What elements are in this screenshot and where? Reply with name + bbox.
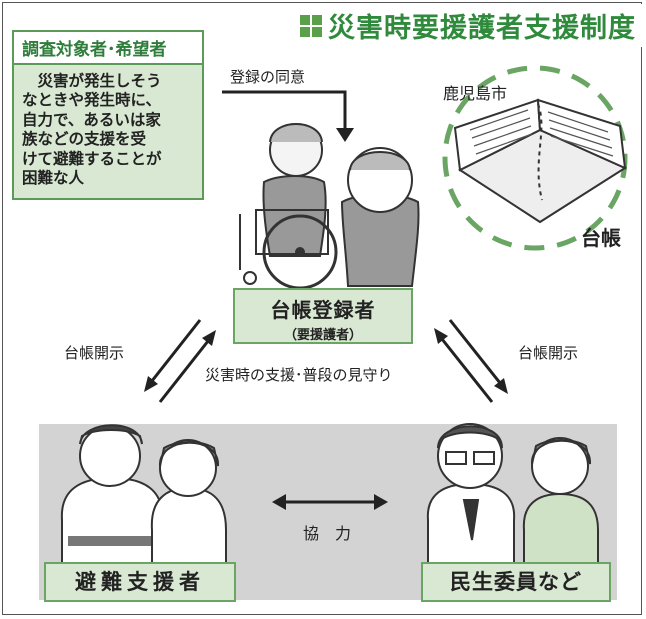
registrant-box: 台帳登録者 （要援護者） xyxy=(233,288,413,344)
consent-label: 登録の同意 xyxy=(230,68,306,86)
disclosure-left-label: 台帳開示 xyxy=(64,344,125,362)
description-line: 自力で、あるいは家 xyxy=(22,110,161,129)
cooperation-arrow xyxy=(272,494,388,510)
ledger-label: 台帳 xyxy=(581,226,621,250)
left-disclosure-arrows xyxy=(144,319,216,403)
city-label: 鹿児島市 xyxy=(443,84,508,103)
target-persons-heading: 調査対象者･希望者 xyxy=(14,32,202,65)
cooperation-label: 協 力 xyxy=(303,524,352,543)
ledger-book-illustration xyxy=(442,65,628,251)
target-persons-box: 調査対象者･希望者 災害が発生しそう なときや発生時に、 自力で、あるいは家 族… xyxy=(12,30,204,201)
description-line: 族などの支援を受 xyxy=(22,130,147,149)
grid-square-icon xyxy=(300,14,322,37)
description-line: なときや発生時に、 xyxy=(22,91,162,110)
welfare-commissioners-illustration xyxy=(426,423,599,571)
disclosure-right-label: 台帳開示 xyxy=(518,344,579,362)
wheelchair-user-illustration xyxy=(239,123,338,290)
description-line: 災害が発生しそう xyxy=(37,72,162,90)
elderly-man-illustration xyxy=(340,147,420,287)
description-line: 困難な人 xyxy=(22,168,85,187)
consent-arrow xyxy=(222,90,354,142)
evacuation-supporters-illustration xyxy=(60,424,227,571)
page-title: 災害時要援護者支援制度 xyxy=(328,13,636,44)
description-line: けて避難することが xyxy=(22,149,162,168)
registrant-title: 台帳登録者 xyxy=(270,298,376,322)
right-disclosure-arrows xyxy=(434,319,508,403)
evacuation-supporters-box: 避難支援者 xyxy=(44,562,236,602)
support-label: 災害時の支援･普段の見守り xyxy=(205,366,393,384)
title-banner: 災害時要援護者支援制度 xyxy=(296,4,642,47)
welfare-commissioners-box: 民生委員など xyxy=(421,562,611,602)
target-persons-description: 災害が発生しそう なときや発生時に、 自力で、あるいは家 族などの支援を受 けて… xyxy=(14,65,202,198)
registrant-subtitle: （要援護者） xyxy=(283,328,362,343)
